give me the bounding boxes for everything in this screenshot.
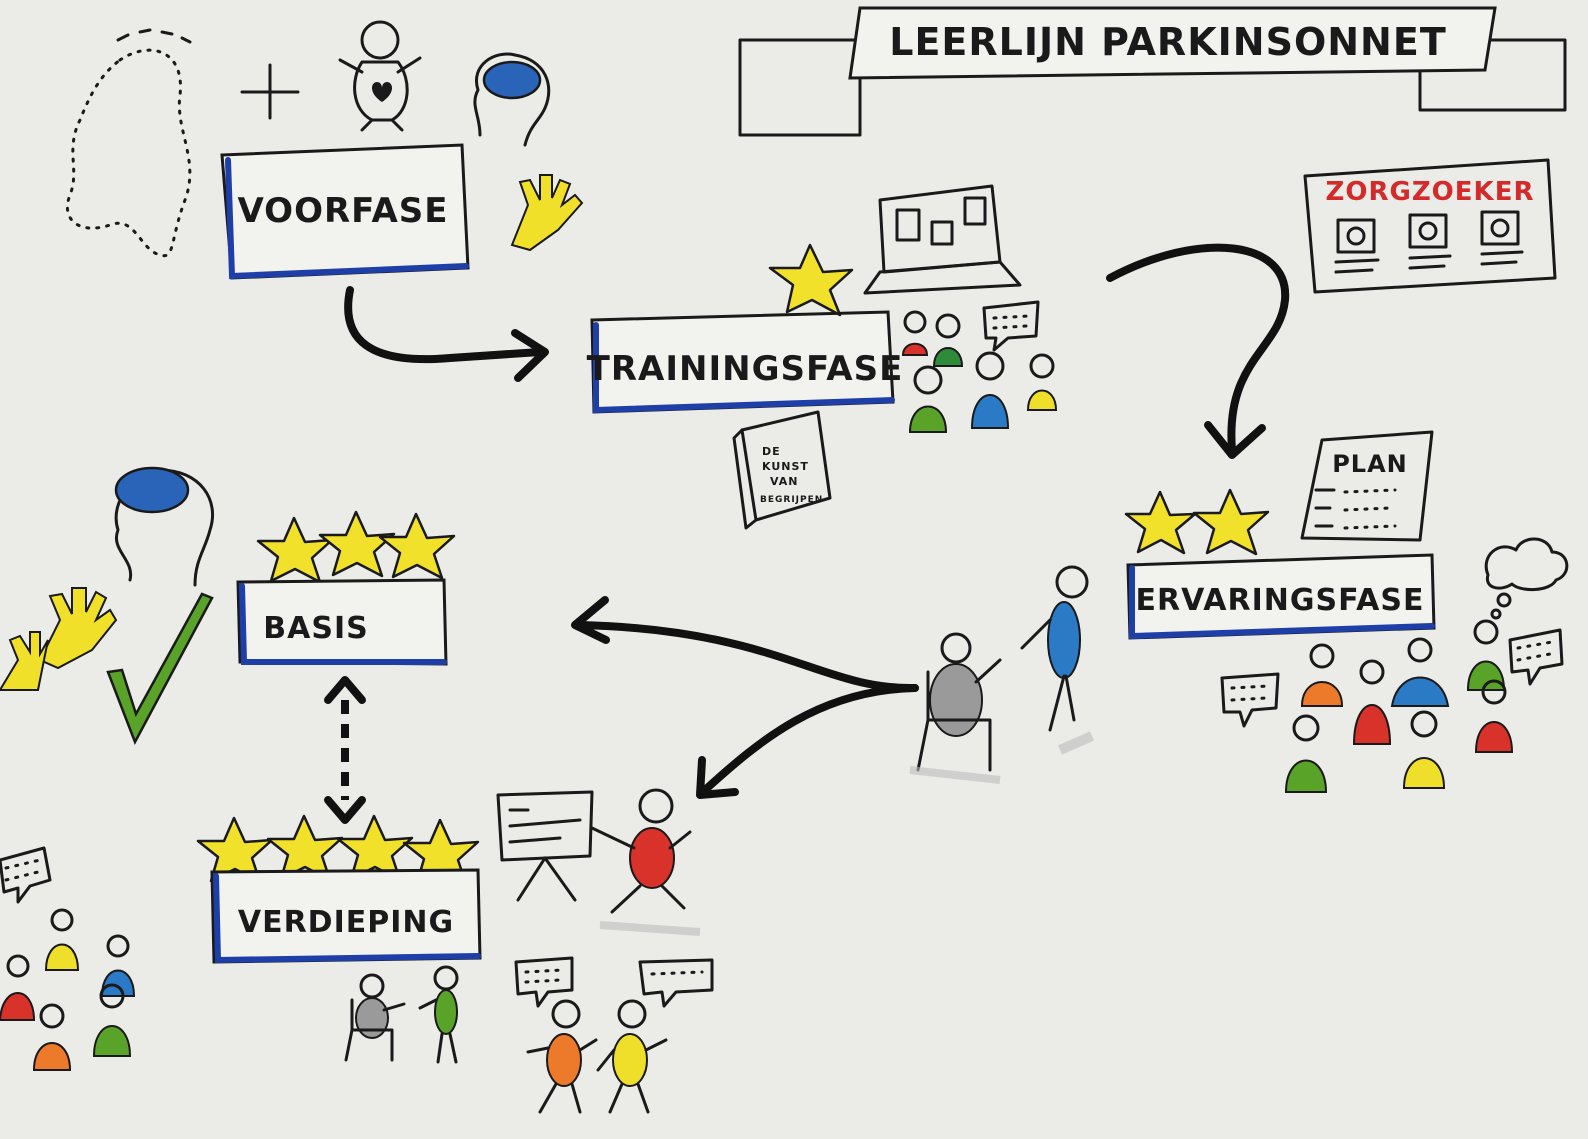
arrow-icon [1106, 243, 1290, 459]
phase-trainingsfase-label: TRAININGSFASE [587, 349, 904, 389]
star-icon [1124, 490, 1197, 555]
hand-icon [0, 631, 49, 691]
plan-document-icon: PLAN [1300, 430, 1434, 542]
person-icon [932, 313, 964, 367]
person-icon [0, 954, 36, 1021]
brain-head-icon [473, 52, 551, 147]
arrow-icon [696, 684, 919, 799]
svg-text:DE: DE [762, 445, 781, 458]
hand-icon [38, 587, 118, 670]
person-icon [1474, 679, 1514, 753]
person-icon [596, 999, 668, 1114]
check-icon [106, 592, 214, 745]
training-group [901, 310, 1058, 433]
person-icon [44, 908, 80, 971]
person-icon [100, 934, 136, 997]
arrow-icon [324, 676, 366, 824]
speech-bubble-icon [982, 300, 1040, 352]
phase-ervaringsfase-label: ERVARINGSFASE [1136, 583, 1425, 618]
svg-text:VAN: VAN [770, 475, 799, 488]
page-title: LEERLIJN PARKINSONNET [889, 20, 1447, 64]
star-icon [768, 243, 854, 317]
person-icon [1352, 659, 1392, 745]
laptop-icon [863, 184, 1022, 295]
book-icon: DE KUNST VAN BEGRIJPEN [732, 410, 832, 530]
phase-voorfase-label: VOORFASE [237, 191, 448, 231]
star-icon [318, 510, 396, 578]
star-icon [256, 516, 334, 584]
svg-text:KUNST: KUNST [762, 460, 809, 473]
phase-ervaringsfase: ERVARINGSFASE [1126, 553, 1436, 640]
arrow-icon [344, 286, 549, 382]
person-icon [92, 983, 132, 1057]
speech-bubble-icon [1508, 628, 1564, 686]
star-icon [336, 814, 414, 882]
zorgzoeker-label: ZORGZOEKER [1326, 177, 1535, 207]
netherlands-map-icon [65, 28, 192, 258]
svg-text:BEGRIJPEN: BEGRIJPEN [760, 495, 823, 505]
speech-bubble-icon [0, 846, 52, 904]
wheelchair-person-icon [909, 632, 1002, 784]
standing-person-icon [1020, 565, 1095, 755]
hand-icon [510, 174, 584, 252]
star-icon [378, 512, 456, 580]
person-heart-icon [338, 20, 422, 132]
thought-cloud-icon [1484, 537, 1569, 620]
star-icon [1192, 488, 1270, 556]
verdieping-group [0, 908, 136, 1071]
person-icon [526, 999, 598, 1114]
phase-voorfase: VOORFASE [220, 143, 470, 280]
person-icon [1300, 643, 1344, 707]
person-icon [1402, 710, 1446, 789]
person-icon [1284, 714, 1328, 793]
phase-verdieping-label: VERDIEPING [238, 905, 454, 940]
arrow-icon [571, 596, 919, 693]
star-icon [266, 814, 344, 882]
plan-label: PLAN [1332, 450, 1408, 478]
presenter-icon [496, 788, 701, 936]
person-icon [901, 310, 929, 356]
ervaring-group [1284, 619, 1514, 793]
standing-person-icon [418, 965, 459, 1064]
title-banner: LEERLIJN PARKINSONNET [738, 6, 1567, 137]
speech-bubble-icon [514, 956, 574, 1008]
plus-icon [240, 63, 300, 120]
star-icon [196, 816, 274, 884]
person-icon [32, 1003, 72, 1071]
person-icon [908, 365, 948, 433]
zorgzoeker-website-icon: ZORGZOEKER [1303, 158, 1557, 294]
person-icon [1390, 637, 1450, 707]
phase-verdieping: VERDIEPING [210, 868, 482, 964]
brain-head-icon [114, 466, 215, 587]
wheelchair-person-icon [344, 973, 406, 1062]
person-icon [1026, 353, 1058, 411]
speech-bubble-icon [638, 958, 714, 1008]
person-icon [970, 351, 1010, 429]
speech-bubble-icon [1220, 672, 1280, 728]
phase-trainingsfase: TRAININGSFASE [587, 310, 904, 414]
phase-basis: BASIS [236, 578, 448, 666]
phase-basis-label: BASIS [263, 611, 368, 646]
